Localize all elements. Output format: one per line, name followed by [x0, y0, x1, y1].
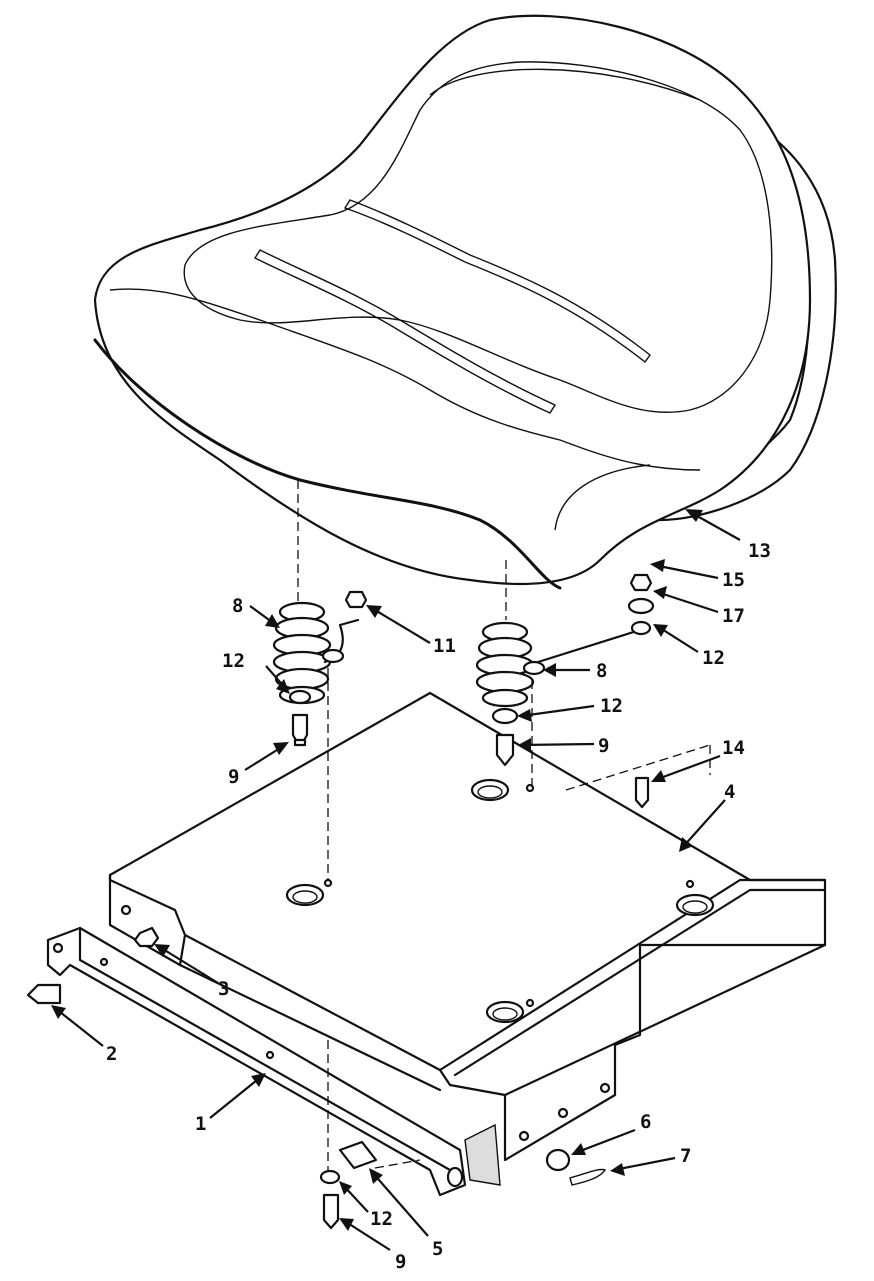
- spring-left: [272, 601, 360, 705]
- callout-11: 11: [433, 635, 456, 657]
- spring-right: [475, 621, 642, 708]
- hardware-left: [288, 590, 368, 747]
- callout-5: 5: [432, 1238, 443, 1260]
- slide-rail: [46, 926, 501, 1197]
- hardware-rail: [26, 926, 607, 1230]
- callout-12-right-upper: 12: [702, 647, 725, 669]
- callout-9-bottom: 9: [395, 1251, 406, 1273]
- callout-1: 1: [195, 1113, 206, 1135]
- callout-12-right-mid: 12: [600, 695, 623, 717]
- callout-15: 15: [722, 569, 745, 591]
- callout-8-right: 8: [596, 660, 607, 682]
- callout-14: 14: [722, 737, 745, 759]
- callout-9-left: 9: [228, 766, 239, 788]
- seat-base-plate: [108, 691, 827, 1162]
- callout-17: 17: [722, 605, 745, 627]
- callout-arrows: [51, 509, 741, 1251]
- callout-2: 2: [106, 1043, 117, 1065]
- callout-9-right: 9: [598, 735, 609, 757]
- callout-3: 3: [218, 978, 229, 1000]
- seat-cushion: [93, 14, 837, 590]
- callout-12-bottom: 12: [370, 1208, 393, 1230]
- callout-13: 13: [748, 540, 771, 562]
- callout-12-left: 12: [222, 650, 245, 672]
- hardware-right: [491, 573, 655, 809]
- callout-7: 7: [680, 1145, 691, 1167]
- callout-4: 4: [724, 781, 735, 803]
- callout-labels: 13 15 17 12 11 8 12 9 8 12 9 14 4 3 2 1 …: [106, 540, 771, 1273]
- callout-8-left: 8: [232, 595, 243, 617]
- callout-6: 6: [640, 1111, 651, 1133]
